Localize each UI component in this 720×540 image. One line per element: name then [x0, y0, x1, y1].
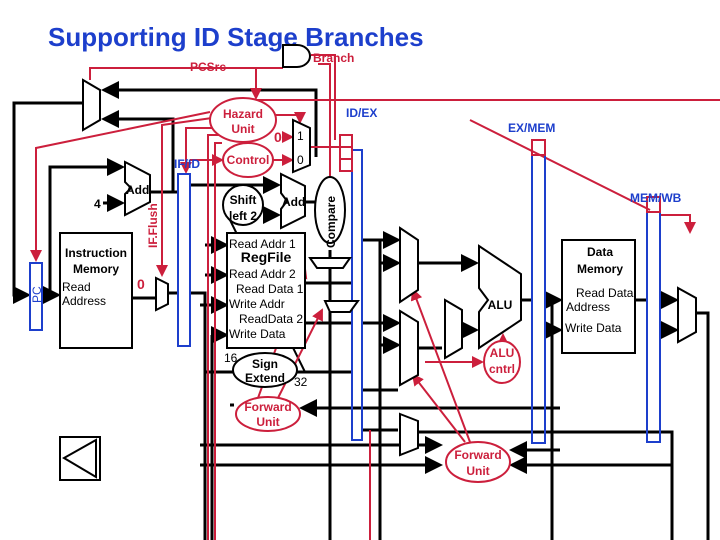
pc-mux: [82, 78, 101, 132]
control-label: Control: [227, 153, 270, 167]
alu-mux-b: [399, 309, 419, 387]
mux-one-label: 1: [297, 129, 304, 143]
shift-label-2: left 2: [229, 209, 257, 223]
and-gate: [282, 44, 311, 68]
if-id-register: [177, 173, 191, 347]
fwd-mux-a: [308, 257, 352, 269]
shift-label-1: Shift: [230, 193, 257, 207]
rf-title: RegFile: [241, 249, 292, 265]
alu-cntrl-label-2: cntrl: [489, 362, 515, 376]
regdst-mux: [399, 412, 419, 457]
dmem-title-2: Memory: [577, 262, 623, 276]
pc-label: PC: [30, 286, 44, 303]
imem-title-1: Instruction: [65, 246, 127, 260]
add2-label: Add: [282, 195, 305, 209]
control-mux: [292, 118, 311, 174]
dmem-address: Address: [566, 300, 610, 314]
sign-extend: [232, 352, 298, 388]
register-file: [226, 232, 306, 349]
control-wires: [30, 54, 720, 540]
flush-mux: [155, 276, 169, 312]
rf-read-addr-1: Read Addr 1: [229, 237, 296, 251]
control-unit: [222, 142, 274, 178]
sign-extend-label-2: Extend: [245, 371, 285, 385]
alu-mux-a: [399, 226, 419, 304]
triangle-icon: [62, 438, 97, 479]
pcsrc-label: PCSrc: [190, 60, 226, 74]
control-fields: [339, 134, 661, 213]
branch-adder: [280, 172, 306, 230]
alu: [478, 244, 522, 350]
forward-ex-label-1: Forward: [454, 448, 501, 462]
control-units: [209, 97, 521, 483]
sign-in-bits: 16: [224, 351, 238, 365]
instruction-memory: [59, 232, 133, 349]
pc-adder: [124, 160, 151, 217]
add1-label: Add: [126, 183, 149, 197]
data-memory: [561, 239, 636, 354]
branch-label: Branch: [313, 51, 354, 65]
alu-label: ALU: [488, 298, 513, 312]
components: [59, 44, 697, 481]
imem-title-2: Memory: [73, 262, 119, 276]
flush-zero-label: 0: [137, 276, 145, 292]
id-ex-register: [351, 149, 363, 441]
alu-src-mux: [444, 298, 463, 360]
writeback-mux: [677, 286, 697, 344]
id-ex-label: ID/EX: [346, 106, 377, 120]
dmem-write-data: Write Data: [565, 321, 622, 335]
sign-extend-label-1: Sign: [252, 357, 278, 371]
rf-read-data-2: ReadData 2: [239, 312, 303, 326]
hazard-label-1: Hazard: [223, 107, 263, 121]
dmem-title-1: Data: [587, 245, 613, 259]
forward-unit-ex: [445, 441, 511, 483]
zero-input-label: 0: [274, 129, 282, 145]
alu-cntrl-label-1: ALU: [490, 346, 515, 360]
if-id-label: IF/ID: [174, 157, 200, 171]
forward-id-label-1: Forward: [244, 400, 291, 414]
fwd-mux-b: [323, 300, 360, 313]
forward-id-label-2: Unit: [256, 415, 279, 429]
rf-read-addr-2: Read Addr 2: [229, 267, 296, 281]
forward-ex-label-2: Unit: [466, 464, 489, 478]
shift-left-2: [222, 184, 264, 226]
if-flush-label: IF.Flush: [146, 203, 160, 248]
four-label: 4: [94, 197, 101, 211]
ex-mem-label: EX/MEM: [508, 121, 555, 135]
rf-write-data: Write Data: [229, 327, 286, 341]
rf-read-data-1: Read Data 1: [236, 282, 304, 296]
hazard-unit: [209, 97, 277, 143]
mem-wb-label: MEM/WB: [630, 191, 682, 205]
mux-sel0-label: 0: [297, 153, 304, 167]
imem-port-address: Address: [62, 294, 106, 308]
alu-control: [483, 340, 521, 384]
sign-out-bits: 32: [294, 375, 308, 389]
rf-write-addr: Write Addr: [229, 297, 285, 311]
pc-register: [29, 262, 43, 331]
dmem-read-data: Read Data: [576, 286, 634, 300]
hazard-label-2: Unit: [231, 122, 254, 136]
forward-unit-id: [235, 396, 301, 432]
compare-unit: [314, 176, 346, 244]
mem-wb-register: [646, 211, 661, 443]
compare-label: Compare: [324, 196, 338, 248]
page-title: Supporting ID Stage Branches: [48, 22, 424, 52]
ex-mem-register: [531, 154, 546, 444]
imem-port-read: Read: [62, 280, 91, 294]
